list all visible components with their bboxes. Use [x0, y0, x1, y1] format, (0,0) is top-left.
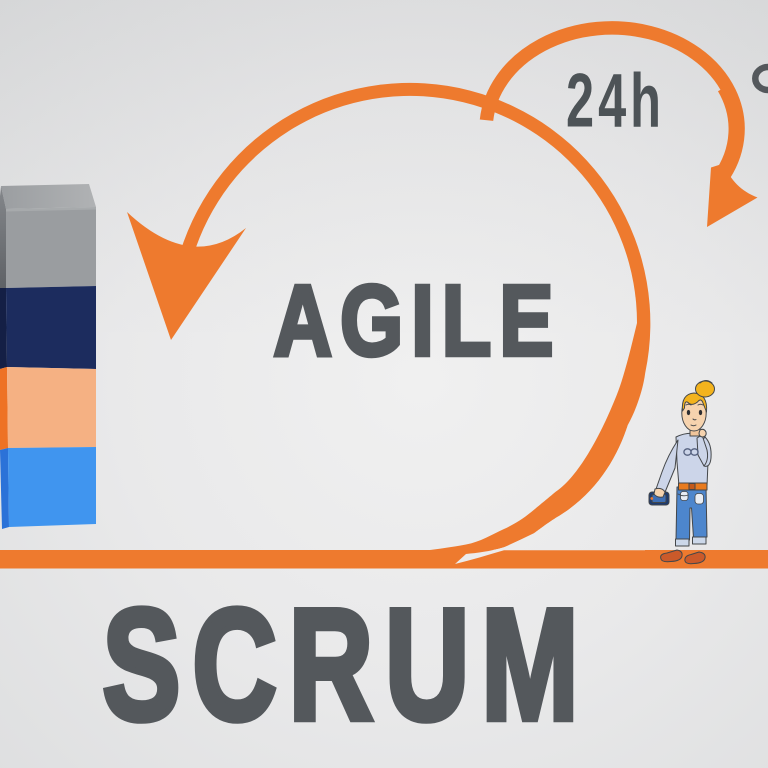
svg-text:SCRUM: SCRUM	[103, 577, 591, 753]
svg-text:24h: 24h	[566, 59, 665, 144]
svg-text:AGILE: AGILE	[274, 265, 562, 377]
